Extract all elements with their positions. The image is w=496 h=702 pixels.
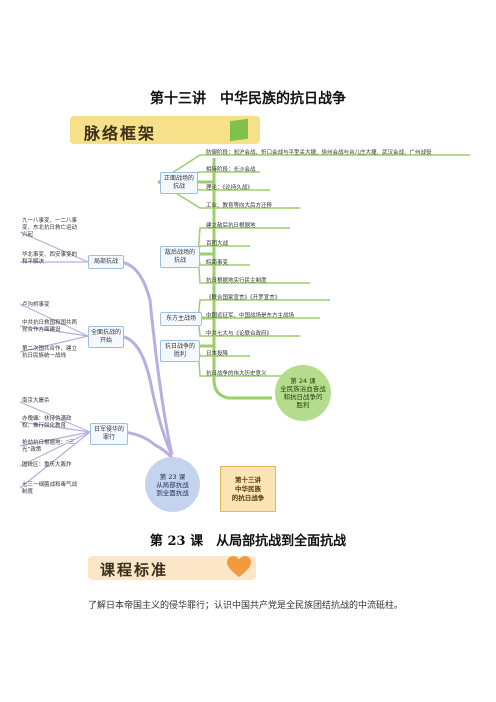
leaf-significance: 抗日战争的伟大历史意义 [206,371,267,377]
note-unit731: 七三一细菌战和毒气战制度 [22,482,78,495]
leaf-seventh-congress: 中共七大与《论联合政府》 [206,331,273,337]
leaf-declarations: 《联合国家宣言》《开罗宣言》 [206,295,281,301]
curriculum-banner-label: 课程标准 [100,561,169,579]
note-lugou: 卢沟桥事变 [22,302,50,308]
leaf-wannan: 皖南事变 [206,260,229,266]
leaf-hundred-regiments: 百团大战 [206,241,229,247]
curriculum-standard-text: 了解日本帝国主义的侵华罪行；认识中国共产党是全民族团结抗战的中流砥柱。 [88,601,404,611]
branch-full-war-start: 全面抗战的 开始 [88,326,124,348]
framework-banner-label: 脉络框架 [84,124,157,143]
branch-japan-crimes: 日军侵华的 罪行 [90,423,128,445]
note-nanjing: 南京大屠杀 [22,398,50,404]
lesson-title: 第 23 课 从局部抗战到全面抗战 [149,534,347,549]
branch-eastern: 东方主战场 [160,312,202,326]
leaf-stalemate: 相持阶段：长沙会战 [206,167,256,173]
note-puppet: 办傀儡：扶持伪满政权、推行奴化教育 [22,416,72,429]
central-topic: 第十三讲 中华民族 的抗日战争 [220,466,276,512]
leaf-expedition: 中国远征军、中国战场是东方主战场 [206,313,295,319]
leaf-base: 建立敌后抗日根据地 [206,223,256,229]
page-title: 第十三讲 中华民族的抗日战争 [150,91,346,107]
heart-icon [227,556,251,577]
branch-rear: 敌后战场的 抗战 [160,246,200,268]
leaf-defense: 防御阶段：淞沪会战、忻口会战与平型关大捷、徐州会战与台儿庄大捷、武汉会战、广州战… [206,150,432,156]
note-918: 九一八事变、一二八事变、东北抗日救亡运动兴起 [22,218,78,238]
lesson23-node: 第 23 课 从局部抗战 到全面抗战 [145,457,200,512]
leaf-theory: 理论：《论持久战》 [206,185,253,191]
lesson24-node: 第 24 课 全民族浴血奋战 和抗日战争的 胜利 [275,365,331,421]
leaf-industry: 工业、教育等向大后方迁移 [206,203,273,209]
branch-frontline: 正面战场的 抗战 [160,172,198,194]
branch-victory: 抗日战争的 胜利 [160,340,200,362]
framework-banner: 脉络框架 [70,116,260,144]
branch-local-war: 局部抗战 [88,255,124,269]
leaf-surrender: 日本投降 [206,351,229,357]
note-united-front: 第二次国共合作，建立抗日民族统一战线 [22,346,78,359]
note-three-alls: 抢劫抗日根据地：“三光”政策 [22,440,75,453]
leaf-democracy: 抗日根据地实行民主制度 [206,278,267,284]
note-huabei: 华北事变、西安事变的和平解决 [22,252,78,265]
note-cpc-salvation: 中共抗日救国和国共两党合作方面建设 [22,320,78,333]
note-chongqing: 国统区：重庆大轰炸 [22,462,72,468]
